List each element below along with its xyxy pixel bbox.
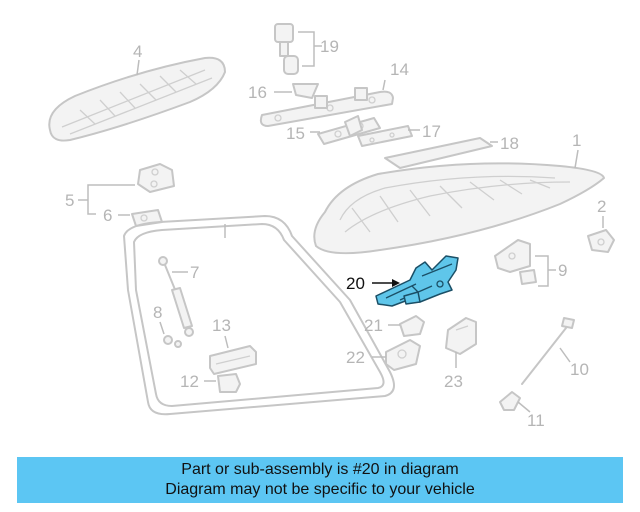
part-5-latch <box>137 163 175 193</box>
callout-14: 14 <box>390 60 409 79</box>
callout-20: 20 <box>346 274 365 293</box>
part-11-clip <box>499 391 521 411</box>
leader-1 <box>574 149 579 169</box>
callout-13: 13 <box>212 316 231 335</box>
callout-22: 22 <box>346 348 365 367</box>
part-19-bolt <box>274 23 299 75</box>
part-8-ball-stud <box>163 335 182 348</box>
callout-6: 6 <box>103 206 112 225</box>
leader-8 <box>159 321 165 335</box>
part-21-bracket <box>399 315 425 337</box>
callout-23: 23 <box>444 372 463 391</box>
callout-21: 21 <box>364 316 383 335</box>
part-17-plate <box>357 125 413 147</box>
leader-13 <box>224 335 229 349</box>
part-22-actuator <box>385 339 421 371</box>
callout-17: 17 <box>422 122 441 141</box>
part-4-spoiler <box>48 56 226 142</box>
info-banner: Part or sub-assembly is #20 in diagram D… <box>17 457 623 503</box>
part-12-switch <box>217 373 241 393</box>
part-10-rod <box>521 317 575 385</box>
part-16-clip <box>292 83 319 99</box>
weatherstrip-seal <box>123 215 395 416</box>
part-9-hinge <box>494 239 537 285</box>
part-18-strip <box>384 137 493 169</box>
banner-line-1: Part or sub-assembly is #20 in diagram <box>181 461 459 478</box>
part-2-bracket <box>587 229 615 253</box>
leader-11 <box>517 401 531 413</box>
leader-20-arrowhead <box>392 279 400 287</box>
part-15-hinge <box>317 115 381 145</box>
callout-10: 10 <box>570 360 589 379</box>
leader-9 <box>535 255 556 287</box>
callout-5: 5 <box>65 191 74 210</box>
callout-16: 16 <box>248 83 267 102</box>
callout-9: 9 <box>558 261 567 280</box>
part-13-module <box>209 345 257 375</box>
callout-12: 12 <box>180 372 199 391</box>
callout-19: 19 <box>320 37 339 56</box>
leader-5 <box>78 184 135 215</box>
leader-4 <box>136 59 140 76</box>
leader-10 <box>559 347 571 363</box>
part-23-cover <box>445 317 477 355</box>
callout-2: 2 <box>597 197 606 216</box>
callout-15: 15 <box>286 124 305 143</box>
part-1-liftgate-glass <box>313 162 605 255</box>
part-20-highlighted-assembly <box>375 255 459 307</box>
callout-7: 7 <box>190 263 199 282</box>
parts-diagram: 1 2 4 5 6 7 8 9 10 11 12 13 14 15 16 17 … <box>48 23 615 430</box>
callout-18: 18 <box>500 134 519 153</box>
callout-11: 11 <box>527 411 545 430</box>
part-14-hinge-bar <box>259 87 394 127</box>
leader-14 <box>382 79 386 91</box>
callout-8: 8 <box>153 303 162 322</box>
callout-4: 4 <box>133 42 142 61</box>
callout-1: 1 <box>572 131 581 150</box>
part-7-strut <box>158 256 194 337</box>
leader-19 <box>298 31 322 67</box>
banner-line-2: Diagram may not be specific to your vehi… <box>165 481 475 498</box>
